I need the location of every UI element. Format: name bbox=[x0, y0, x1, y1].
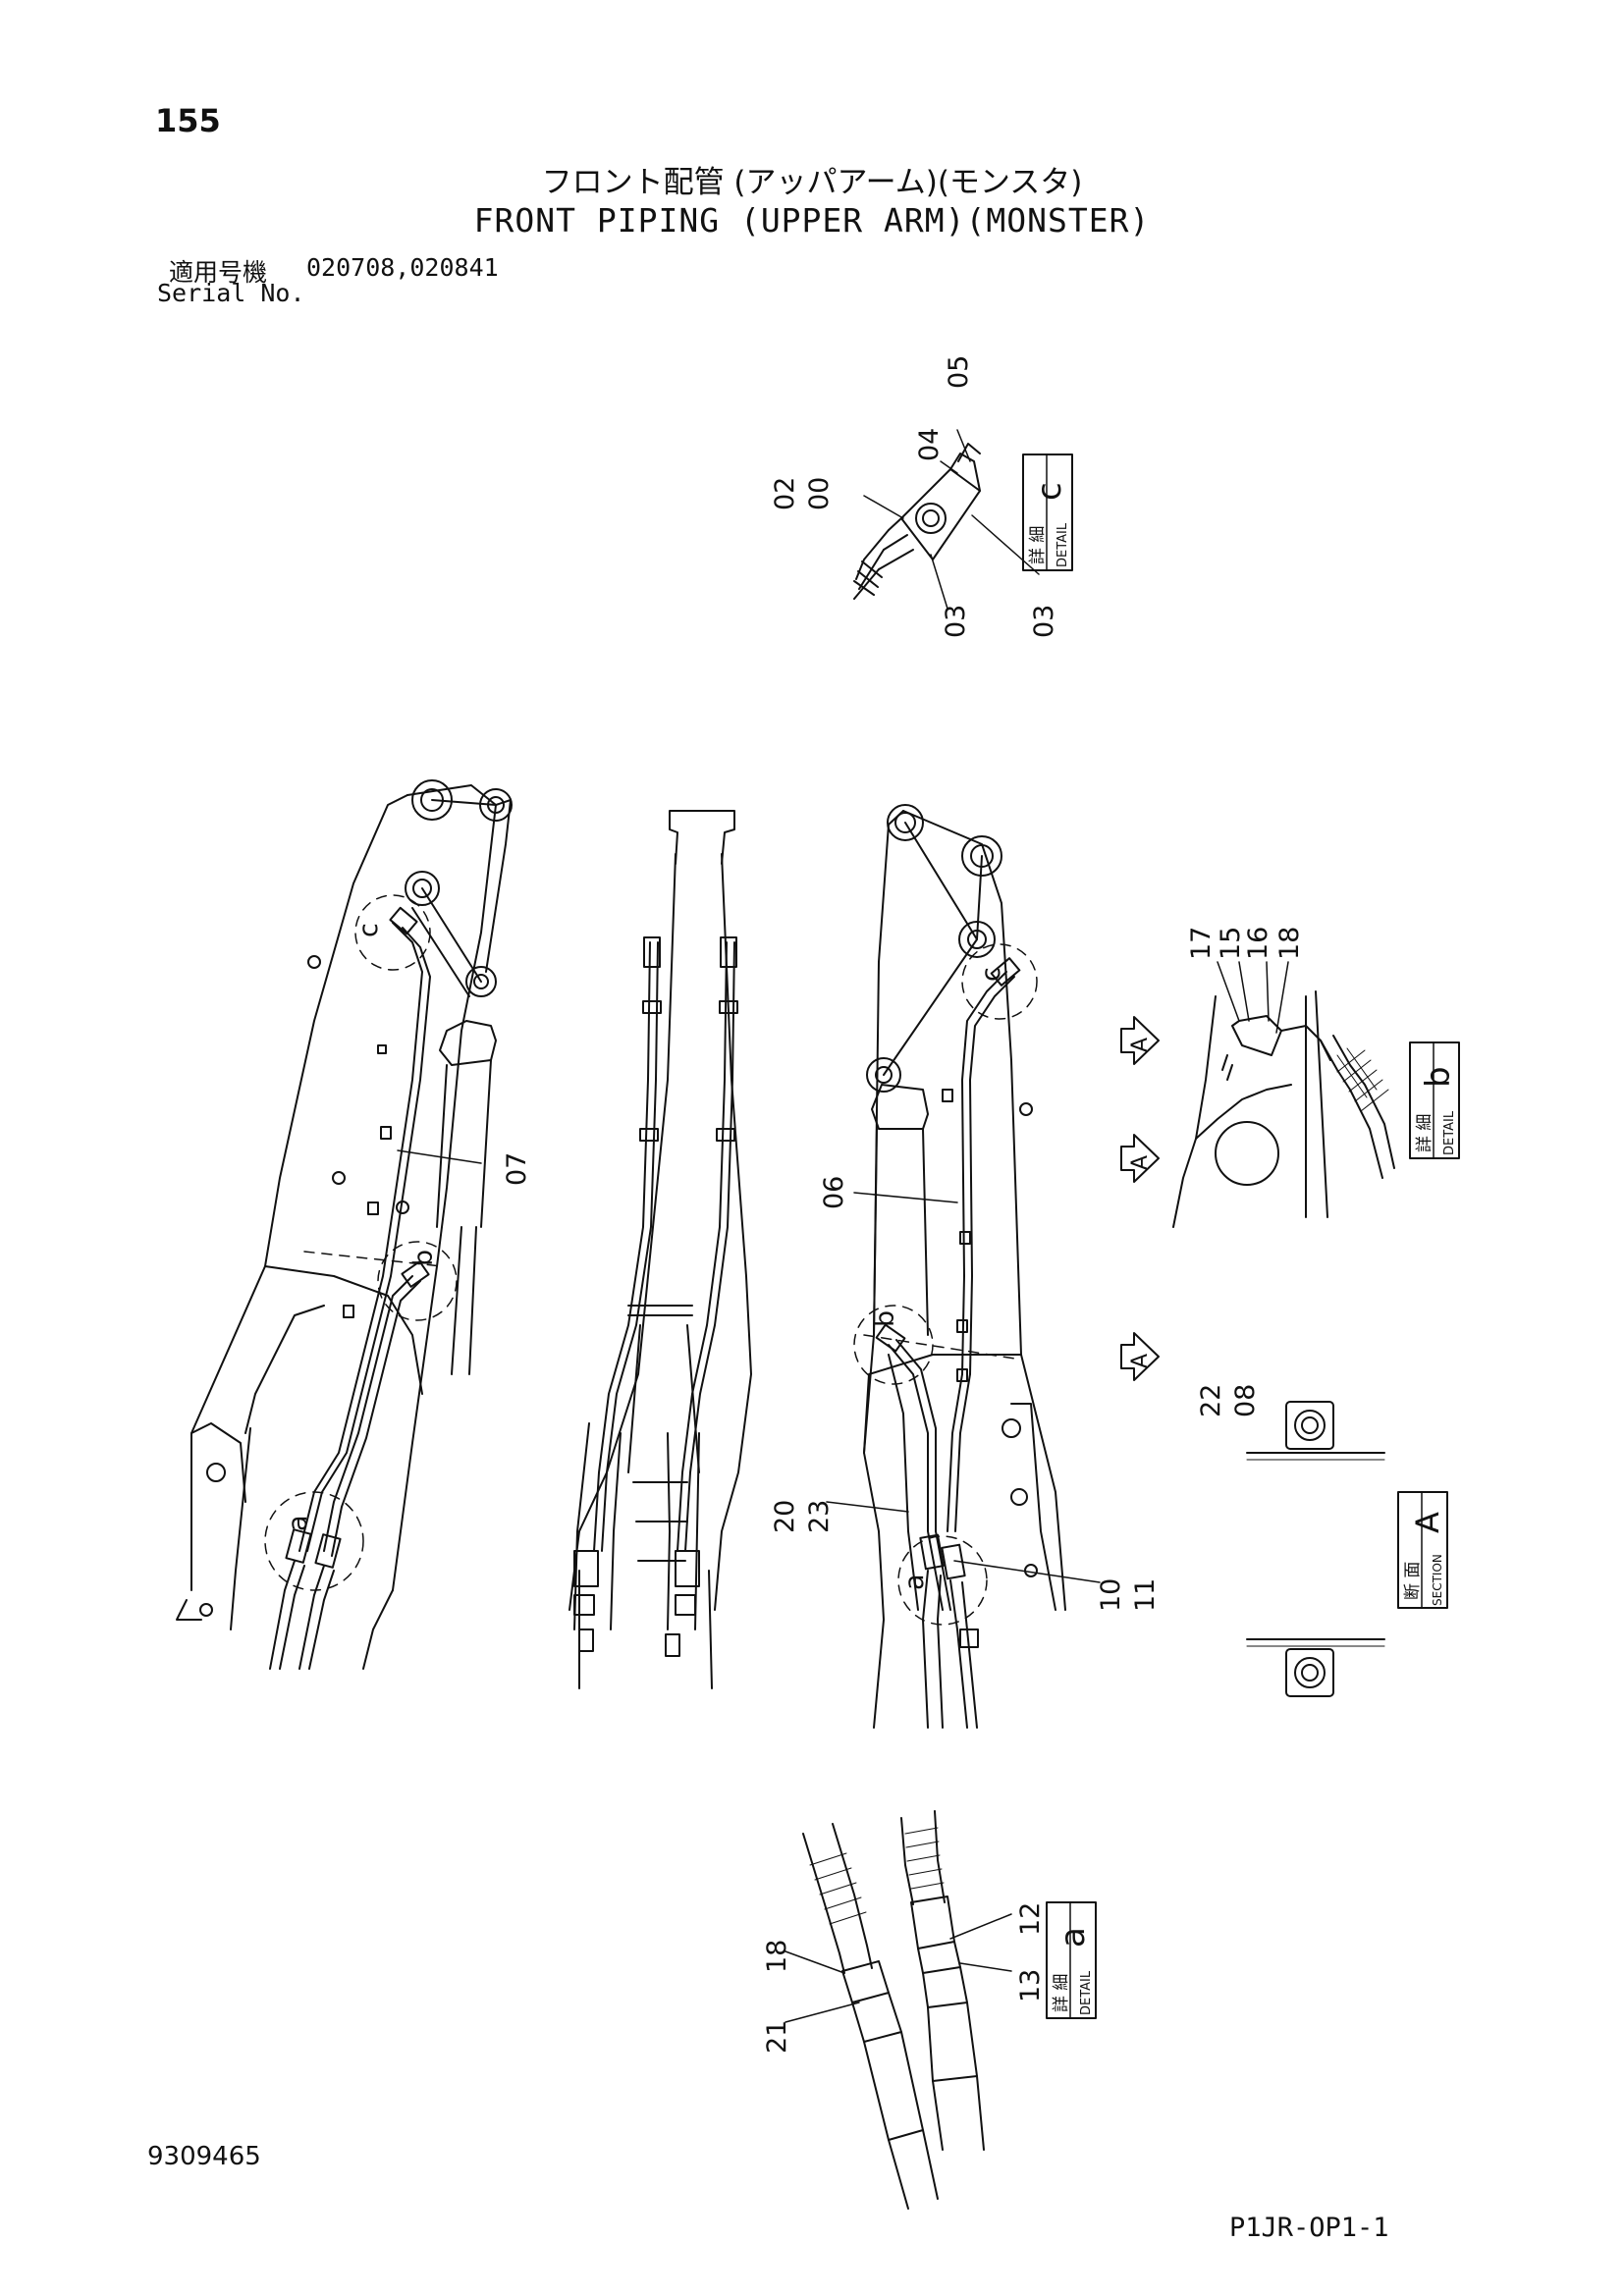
detail-b-jp: 詳 細 bbox=[1415, 1114, 1435, 1152]
main-label-a-left: a bbox=[283, 1515, 313, 1531]
arm-right-outline bbox=[863, 804, 1066, 1729]
detail-a-jp: 詳 細 bbox=[1052, 1974, 1071, 2012]
title-japanese: フロント配管 (アッパアーム)(モンスタ) bbox=[541, 165, 1083, 200]
callout-06: 06 bbox=[819, 1176, 849, 1209]
callout-11: 11 bbox=[1130, 1578, 1161, 1612]
detail-c-en: DETAIL bbox=[1056, 522, 1070, 567]
callout-18-b: 18 bbox=[1274, 927, 1305, 960]
section-a-drawing bbox=[1246, 1401, 1385, 1697]
arm-right-cylinder bbox=[871, 1084, 929, 1336]
arm-left-cylinder bbox=[436, 1020, 497, 1375]
detail-a-en: DETAIL bbox=[1079, 1970, 1094, 2015]
main-label-b-right: b bbox=[870, 1310, 900, 1327]
arm-left-pipe bbox=[269, 906, 431, 1670]
arm-right-detail-circles bbox=[853, 943, 1038, 1626]
main-label-a-right: a bbox=[899, 1574, 930, 1590]
callout-08: 08 bbox=[1230, 1384, 1261, 1417]
callout-17: 17 bbox=[1186, 927, 1217, 960]
main-label-c-right: c bbox=[976, 967, 1006, 982]
serial-label-japanese: 適用号機 bbox=[169, 258, 268, 287]
detail-c-drawing bbox=[853, 443, 981, 600]
drawing-number: 9309465 bbox=[147, 2142, 261, 2171]
callout-15: 15 bbox=[1216, 927, 1246, 960]
page-number: 155 bbox=[155, 102, 221, 139]
callout-04: 04 bbox=[914, 428, 945, 461]
callout-18-a: 18 bbox=[762, 1940, 792, 1973]
detail-b-box bbox=[1409, 1041, 1460, 1159]
section-a-box bbox=[1397, 1491, 1448, 1609]
sheet-code: P1JR-OP1-1 bbox=[1229, 2213, 1389, 2243]
detail-b-en: DETAIL bbox=[1442, 1110, 1457, 1155]
section-a-jp: 断 面 bbox=[1403, 1562, 1423, 1600]
callout-07: 07 bbox=[502, 1152, 532, 1186]
section-markers bbox=[1120, 1016, 1160, 1381]
callout-12: 12 bbox=[1015, 1902, 1046, 1936]
title-english: FRONT PIPING (UPPER ARM)(MONSTER) bbox=[473, 201, 1151, 240]
callout-00: 00 bbox=[804, 477, 835, 510]
detail-c-box bbox=[1022, 454, 1073, 571]
arm-left-leaders bbox=[397, 1149, 482, 1164]
detail-b-drawing bbox=[1172, 990, 1395, 1228]
section-marker-a2: A bbox=[1128, 1155, 1153, 1170]
serial-numbers: 020708,020841 bbox=[306, 253, 499, 282]
main-label-b-left: b bbox=[408, 1250, 439, 1266]
arm-left-detail-circles bbox=[264, 894, 458, 1591]
callout-21: 21 bbox=[762, 2020, 792, 2054]
arm-right-pipe bbox=[875, 957, 1021, 1729]
detail-a-letter: a bbox=[1054, 1927, 1093, 1948]
detail-a-hose-braid bbox=[809, 1827, 945, 1925]
detail-c-leaders bbox=[863, 429, 1040, 610]
detail-a-drawing bbox=[802, 1810, 985, 2210]
callout-10: 10 bbox=[1096, 1578, 1126, 1612]
arm-center-pipes bbox=[573, 936, 738, 1657]
detail-b-hose-braid bbox=[1336, 1047, 1389, 1112]
detail-b-letter: b bbox=[1419, 1066, 1458, 1088]
detail-c-jp: 詳 細 bbox=[1028, 526, 1048, 564]
section-marker-a3: A bbox=[1128, 1354, 1153, 1368]
detail-c-letter: c bbox=[1030, 482, 1069, 501]
callout-23: 23 bbox=[804, 1500, 835, 1533]
callout-02: 02 bbox=[770, 477, 800, 510]
callout-16: 16 bbox=[1243, 927, 1273, 960]
callout-13: 13 bbox=[1015, 1969, 1046, 2002]
arm-right-leaders bbox=[826, 1192, 1101, 1583]
callout-05: 05 bbox=[944, 355, 974, 389]
detail-a-leaders bbox=[785, 1913, 1012, 2023]
callout-20: 20 bbox=[770, 1500, 800, 1533]
detail-b-leaders bbox=[1217, 961, 1289, 1034]
section-marker-a1: A bbox=[1128, 1038, 1153, 1052]
callout-03a: 03 bbox=[941, 605, 971, 638]
callout-22: 22 bbox=[1196, 1384, 1226, 1417]
section-a-en: SECTION bbox=[1431, 1554, 1444, 1606]
callout-03b: 03 bbox=[1029, 605, 1059, 638]
serial-label-english: Serial No. bbox=[157, 279, 305, 307]
arm-left-outline bbox=[176, 779, 513, 1670]
section-a-letter: A bbox=[1409, 1512, 1446, 1533]
detail-a-box bbox=[1046, 1901, 1097, 2019]
main-label-c-left: c bbox=[353, 923, 384, 937]
